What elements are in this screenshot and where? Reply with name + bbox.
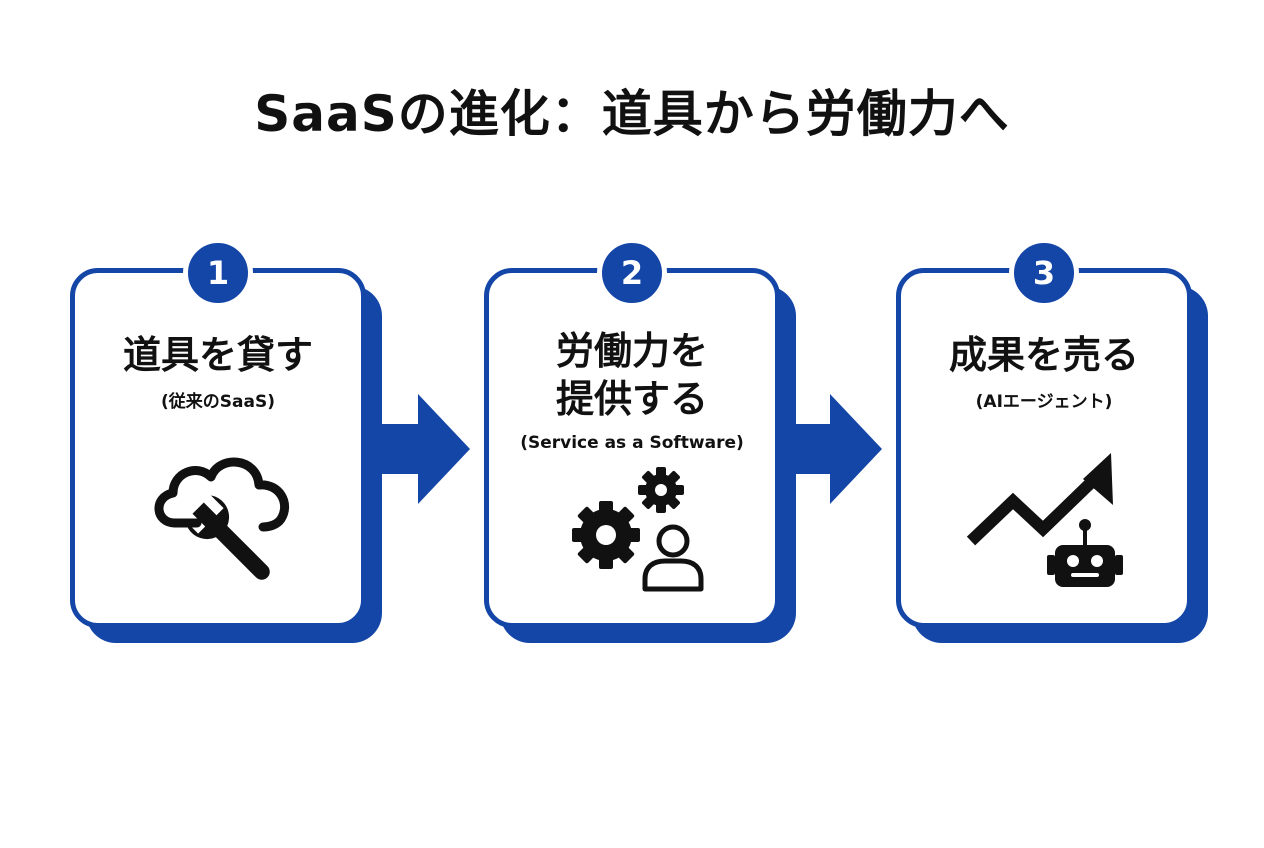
step-heading: 成果を売る [948, 333, 1139, 377]
cloud-wrench-icon [154, 457, 290, 580]
gears-person-icon [572, 467, 704, 592]
step-subtitle: (AIエージェント) [975, 392, 1113, 412]
trend-robot-icon [966, 453, 1123, 587]
step-card-1: 道具を貸す (従来のSaaS) [70, 268, 366, 628]
step-number-badge: 3 [1009, 238, 1079, 308]
step-heading: 道具を貸す [122, 333, 313, 377]
arrow-right-icon [792, 394, 882, 504]
arrow-right-icon [380, 394, 470, 504]
step-card-3: 成果を売る (AIエージェント) [896, 268, 1192, 628]
step-number-badge: 1 [183, 238, 253, 308]
step-heading: 労働力を [555, 329, 708, 373]
step-subtitle: (従来のSaaS) [161, 392, 275, 412]
step-card-2: 労働力を 提供する (Service as a Software) [484, 268, 780, 628]
step-number-badge: 2 [597, 238, 667, 308]
step-heading: 提供する [555, 377, 708, 421]
step-subtitle: (Service as a Software) [520, 433, 744, 453]
page-title: SaaSの進化：道具から労働力へ [254, 85, 1010, 143]
